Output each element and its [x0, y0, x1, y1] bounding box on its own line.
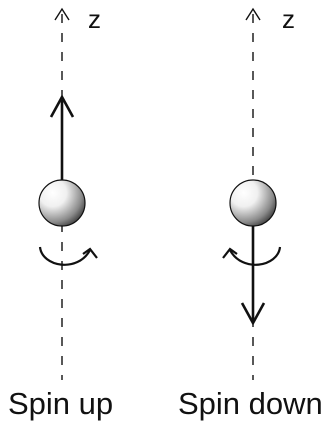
spin-down-axis-arrowhead-icon: [245, 7, 261, 21]
spin-down-particle: [229, 179, 277, 227]
spin-up-caption: Spin up: [8, 386, 114, 421]
spin-down-group: [222, 7, 282, 380]
spin-up-particle: [38, 179, 86, 227]
spin-down-rotation-arrow-icon: [229, 246, 282, 266]
spin-up-rotation-arrowhead-icon: [82, 247, 98, 259]
spin-up-moment-arrowhead-icon: [49, 94, 75, 118]
spin-down-axis-label: z: [282, 4, 295, 34]
spin-up-rotation-arrow-icon: [38, 246, 91, 266]
spin-down-caption: Spin down: [178, 386, 323, 421]
spin-up-axis-arrowhead-icon: [54, 7, 70, 21]
spin-down-moment-arrowhead-icon: [240, 302, 266, 326]
spin-up-group: [38, 7, 98, 380]
spin-down-rotation-arrowhead-icon: [222, 247, 238, 259]
spin-up-axis-label: z: [88, 4, 101, 34]
